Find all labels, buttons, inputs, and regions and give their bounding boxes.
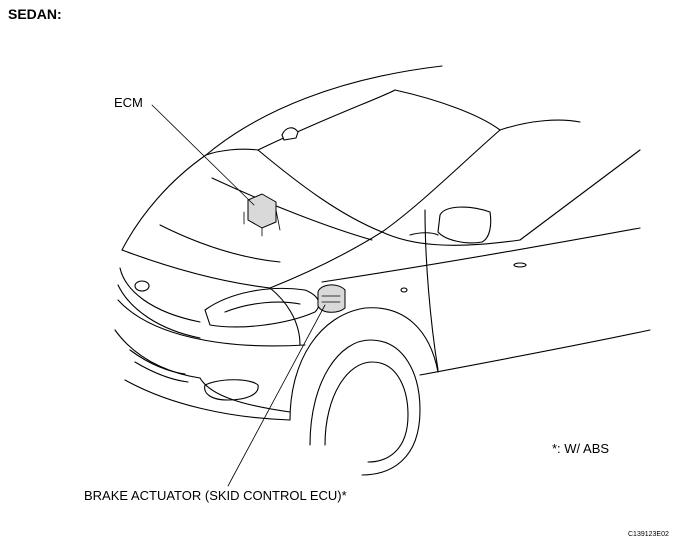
- body-side-upper: [499, 119, 581, 131]
- windshield-bottom: [257, 149, 383, 233]
- fender-front: [269, 287, 301, 346]
- lower-grille-1: [129, 349, 186, 375]
- grille-lower: [117, 284, 201, 339]
- door-seam: [424, 209, 439, 371]
- ecm-label: ECM: [114, 95, 143, 110]
- mirror-base: [409, 232, 439, 236]
- bumper-bottom: [124, 379, 291, 421]
- ecm-unit: [247, 193, 277, 229]
- hood-front: [121, 249, 271, 289]
- rocker-line: [419, 329, 651, 376]
- brake-actuator-label: BRAKE ACTUATOR (SKID CONTROL ECU)*: [84, 488, 347, 503]
- antenna-base: [281, 127, 299, 141]
- side-marker: [400, 287, 408, 293]
- ecm-bracket: [243, 209, 281, 237]
- character-line: [321, 227, 641, 283]
- body-side-far: [519, 149, 641, 241]
- headlight: [204, 287, 320, 328]
- bumper-top: [117, 299, 306, 347]
- roof-line: [205, 65, 443, 156]
- windshield-pillar: [381, 129, 501, 233]
- hood-left-edge: [121, 154, 207, 251]
- bumper-face: [114, 329, 201, 379]
- tire-inner: [324, 361, 409, 463]
- windshield-top: [257, 89, 396, 151]
- headlight-inner: [224, 301, 301, 313]
- brake-actuator-detail: [321, 295, 341, 303]
- bumper-side: [199, 377, 291, 413]
- grille-upper: [119, 267, 201, 323]
- emblem: [134, 280, 150, 292]
- figure-code: C139123E02: [628, 531, 669, 538]
- a-pillar: [205, 148, 259, 156]
- wiper-cowl: [211, 177, 373, 241]
- fender-arch: [289, 307, 439, 421]
- door-front-line: [381, 231, 521, 246]
- side-mirror: [437, 206, 492, 244]
- hood-crease: [159, 224, 281, 263]
- brake-actuator-unit: [317, 284, 346, 313]
- fog-light: [204, 379, 259, 401]
- ecm-leader-line: [151, 104, 255, 206]
- door-handle: [513, 262, 527, 268]
- lower-grille-2: [134, 361, 189, 383]
- roof-rear: [394, 89, 501, 131]
- tire-outer: [309, 339, 421, 476]
- brake-actuator-leader-line: [227, 304, 326, 487]
- abs-note: *: W/ ABS: [552, 441, 610, 456]
- vehicle-type-title: SEDAN:: [8, 6, 62, 22]
- hood-right-edge: [269, 231, 383, 289]
